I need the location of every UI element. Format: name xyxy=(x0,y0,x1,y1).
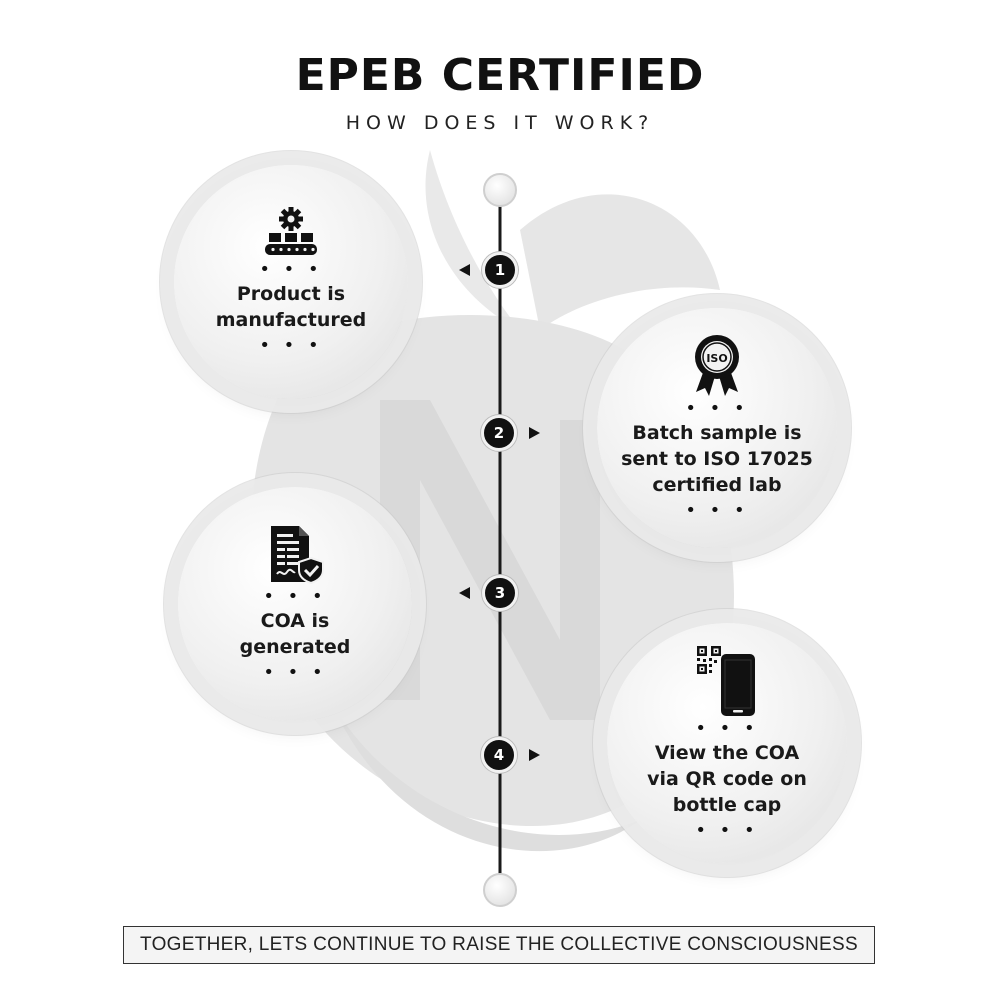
qr-phone-icon xyxy=(697,646,755,716)
step-3-card: • • • COA is generated • • • xyxy=(178,487,412,721)
step-4-dots-bottom: • • • xyxy=(695,820,759,841)
step-3-label: COA is generated xyxy=(239,610,351,658)
step-1-dots-top: • • • xyxy=(259,259,323,280)
step-1-dots-bottom: • • • xyxy=(259,335,323,356)
page-subtitle: HOW DOES IT WORK? xyxy=(345,112,655,134)
step-3-dots-top: • • • xyxy=(263,586,327,607)
step-2-dots-top: • • • xyxy=(685,398,749,419)
iso-badge-icon: ISO xyxy=(695,335,739,396)
step-1-card: • • • Product is manufactured • • • xyxy=(174,165,408,399)
page-title: EPEB CERTIFIED xyxy=(295,50,705,101)
step-2-dots-bottom: • • • xyxy=(685,500,749,521)
step-4-dots-top: • • • xyxy=(695,718,759,739)
step-3-dots-bottom: • • • xyxy=(263,662,327,683)
conveyor-gear-icon xyxy=(265,207,317,255)
step-2-label: Batch sample is sent to ISO 17025 certif… xyxy=(621,422,813,496)
step-2-card: ISO • • • Batch sample is sent to ISO 17… xyxy=(597,308,837,548)
step-4-label: View the COA via QR code on bottle cap xyxy=(647,742,807,816)
step-1-label: Product is manufactured xyxy=(215,283,367,331)
footer-banner: TOGETHER, LETS CONTINUE TO RAISE THE COL… xyxy=(123,926,875,964)
step-4-card: • • • View the COA via QR code on bottle… xyxy=(607,623,847,863)
certified-document-icon xyxy=(271,526,324,584)
svg-text:ISO: ISO xyxy=(706,352,727,365)
